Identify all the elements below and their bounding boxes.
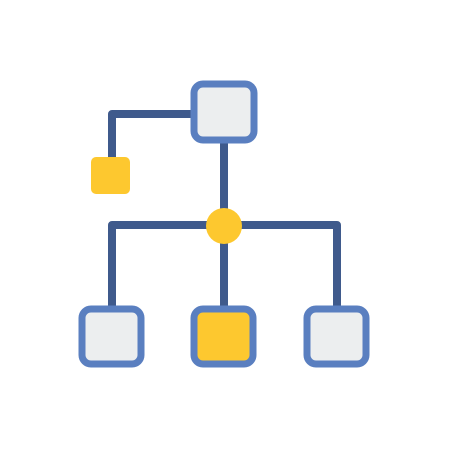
root-node: [190, 80, 258, 144]
accent-side-node: [91, 157, 130, 194]
child-node-center: [190, 305, 257, 368]
child-node-right: [303, 305, 370, 368]
junction-node: [206, 208, 242, 244]
child-node-left: [78, 305, 145, 368]
top-left-connector: [108, 110, 196, 162]
